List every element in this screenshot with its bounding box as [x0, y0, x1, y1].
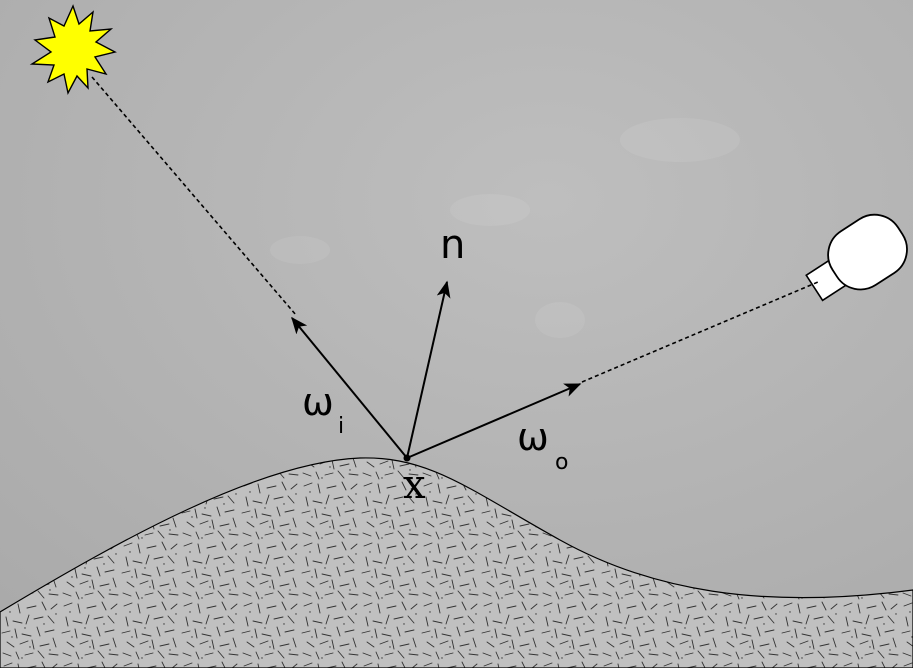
outgoing-direction-subscript: o — [555, 450, 568, 475]
surface-point — [404, 455, 411, 462]
outgoing-direction-label: ω — [517, 415, 549, 459]
incoming-direction-subscript: i — [338, 414, 344, 439]
point-label: x — [403, 462, 426, 508]
incoming-direction-label: ω — [302, 380, 334, 424]
normal-label: n — [440, 222, 465, 268]
